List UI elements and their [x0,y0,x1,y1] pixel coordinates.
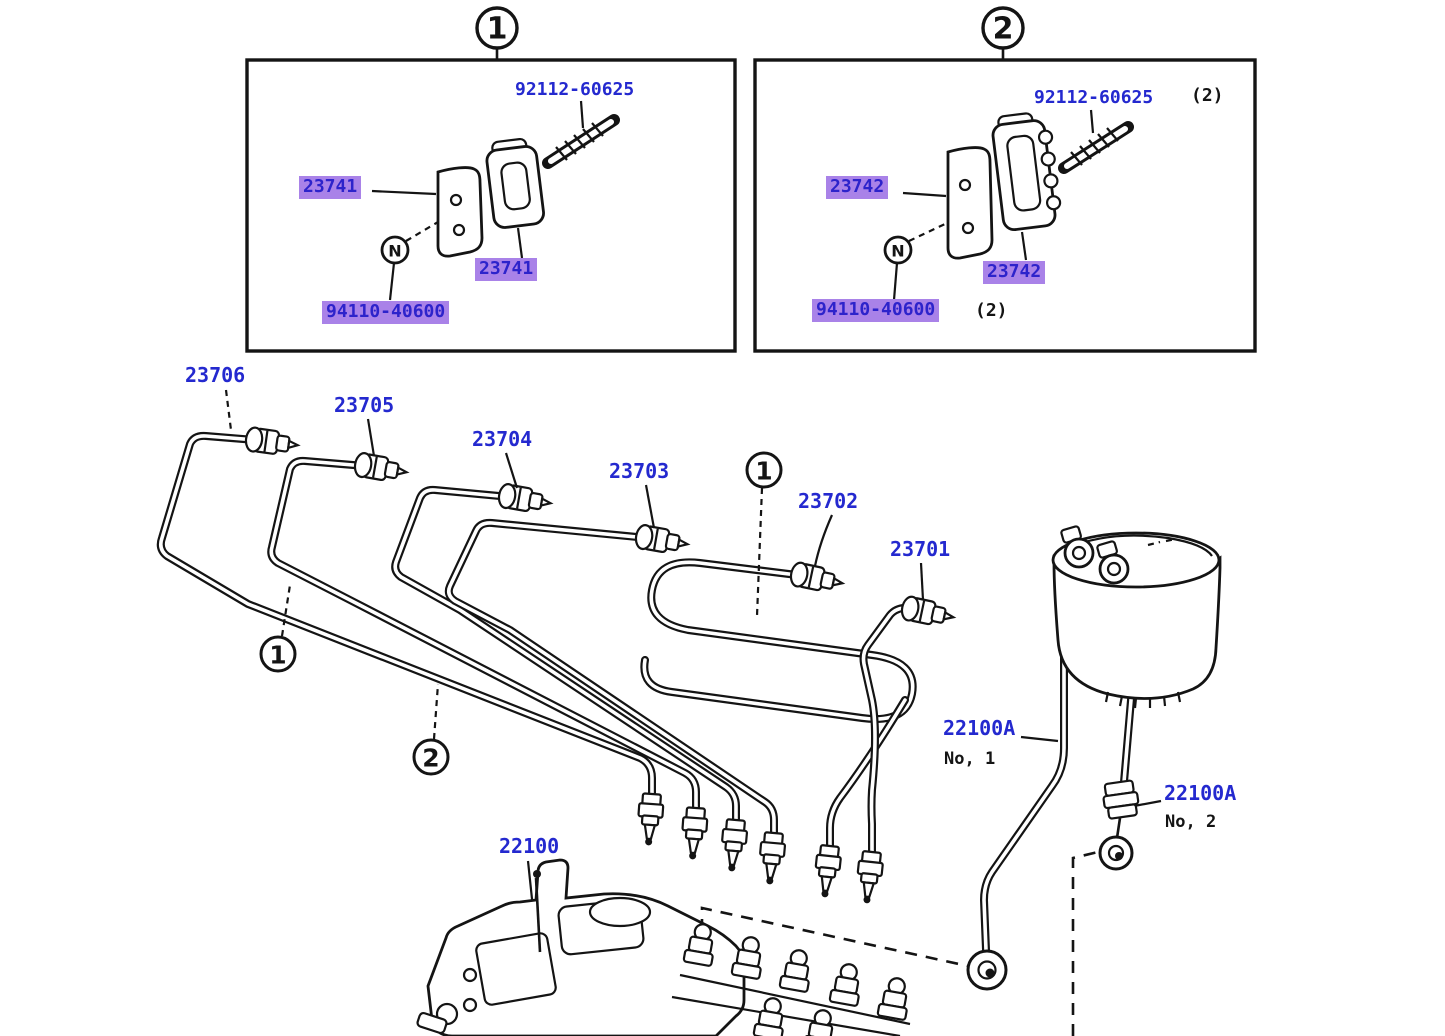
box2-stud-bolt-drawing [1058,109,1134,174]
part-label-23701[interactable]: 23701 [890,537,951,561]
qty-note-top-box2: (2) [1191,85,1224,106]
box1-n-symbol: N [388,242,401,261]
part-label-clamp-side-box2[interactable]: 23742 [826,176,889,199]
part-label-nut-box2[interactable]: 94110-40600 [812,299,940,322]
part-label-stud-box1[interactable]: 92112-60625 [515,79,635,100]
callout-box2: 2 [981,6,1025,50]
callout-main-2-number: 2 [422,744,439,773]
part-label-feed-pipe[interactable]: 22100A [943,716,1016,740]
box1-stud-bolt-drawing [542,100,620,169]
pipe-nozzle-end-fittings [635,792,886,906]
injection-pipes-drawing [156,431,928,856]
callout-main-pipe-bank-1: 1 [259,584,297,673]
part-label-clamp-bottom-box1[interactable]: 23741 [475,258,538,281]
callout-main-1-number: 1 [269,641,286,670]
callout-main-pipe-bank-2: 2 [412,683,450,776]
box1-clamp-drawing [371,137,545,259]
part-label-23705[interactable]: 23705 [334,393,395,417]
feed-hose-note: No, 2 [1165,812,1217,832]
part-label-clamp-side-box1[interactable]: 23741 [299,176,362,199]
part-label-stud-box2[interactable]: 92112-60625 [1034,87,1154,108]
feed-pipe-note: No, 1 [944,749,996,769]
part-label-clamp-bottom-box2[interactable]: 23742 [983,261,1046,284]
injection-pump-drawing [416,858,914,1036]
box2-nut-symbol: N [883,223,946,301]
part-label-feed-hose[interactable]: 22100A [1164,781,1237,805]
callout-loop-1-number: 1 [755,457,772,486]
part-label-23702[interactable]: 23702 [798,489,859,513]
callout-loop-pipe-1: 1 [745,451,783,617]
fuel-filter-drawing [966,525,1222,991]
part-label-23704[interactable]: 23704 [472,427,533,451]
callout-box1-number: 1 [487,12,508,47]
box2-n-symbol: N [891,242,904,261]
callout-box2-number: 2 [993,12,1014,47]
part-label-23703[interactable]: 23703 [609,459,670,483]
part-label-nut-box1[interactable]: 94110-40600 [322,301,450,324]
box1-nut-symbol: N [380,221,439,301]
part-label-pump[interactable]: 22100 [499,834,560,858]
callout-box1: 1 [475,6,519,50]
qty-note-bottom-box2: (2) [975,300,1008,321]
box2-clamp-drawing [902,112,1062,261]
part-label-23706[interactable]: 23706 [185,363,246,387]
